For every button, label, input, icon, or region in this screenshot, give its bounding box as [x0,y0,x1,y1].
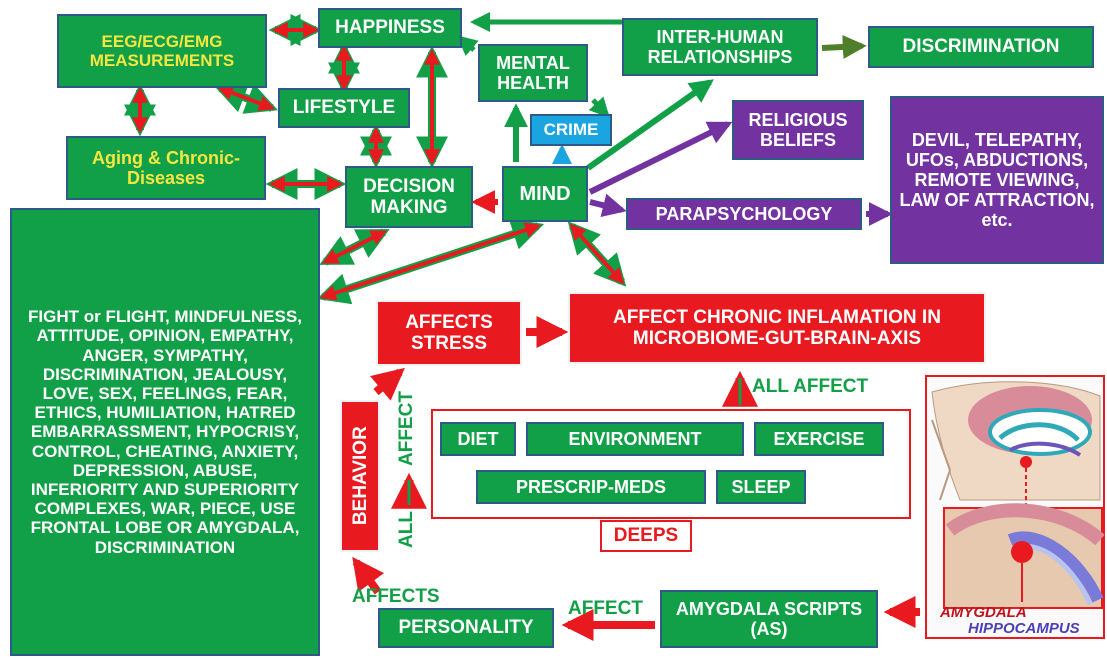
affect-bottom-label: AFFECT [568,598,643,619]
emotions-list-box: FIGHT or FLIGHT, MINDFULNESS, ATTITUDE, … [10,208,320,656]
amygdala-scripts-box: AMYGDALA SCRIPTS (AS) [660,590,878,648]
paranormal-list-box: DEVIL, TELEPATHY, UFOs, ABDUCTIONS, REMO… [890,96,1104,264]
crime-box: CRIME [530,114,612,146]
aging-chronic-diseases-box: Aging & Chronic-Diseases [66,136,266,200]
happiness-box: HAPPINESS [318,8,462,48]
discrimination-top-box: DISCRIMINATION [868,26,1094,68]
inter-human-relationships-box: INTER-HUMAN RELATIONSHIPS [622,18,818,76]
deeps-box: DEEPS [600,520,692,552]
affects-bottom-label: AFFECTS [352,586,440,607]
sleep-box: SLEEP [716,470,806,504]
behavior-label: BEHAVIOR [349,426,371,526]
mental-health-box: MENTAL HEALTH [478,44,588,102]
bidirectional-arrows [124,14,627,305]
decision-making-box: DECISION MAKING [345,166,473,228]
hippocampus-brain-label: HIPPOCAMPUS [968,620,1080,637]
environment-box: ENVIRONMENT [526,422,744,456]
personality-box: PERSONALITY [378,608,554,648]
religious-beliefs-box: RELIGIOUS BELIEFS [732,100,864,160]
mind-box: MIND [502,166,588,222]
red-arrows [352,190,920,641]
all-vertical-label: ALL [396,511,417,548]
arrow-to-discrimination [821,34,867,59]
green-arrows [456,12,714,171]
diet-box: DIET [440,422,516,456]
all-affect-label: ALL AFFECT [752,376,869,397]
affect-vertical-label: AFFECT [396,391,417,466]
behavior-box: BEHAVIOR [340,400,380,552]
prescrip-meds-box: PRESCRIP-MEDS [476,470,706,504]
lifestyle-box: LIFESTYLE [278,88,410,128]
amygdala-brain-label: AMYGDALA [940,604,1027,621]
parapsychology-box: PARAPSYCHOLOGY [626,198,862,230]
exercise-box: EXERCISE [754,422,884,456]
brain-illustration [925,375,1105,639]
chronic-inflammation-box: AFFECT CHRONIC INFLAMATION IN MICROBIOME… [568,292,986,364]
eeg-measurements-box: EEG/ECG/EMG MEASUREMENTS [57,14,267,88]
affects-stress-box: AFFECTS STRESS [376,300,522,366]
deeps-frame [431,409,911,519]
purple-arrows [588,121,893,226]
green-fat-arrows [391,370,758,509]
